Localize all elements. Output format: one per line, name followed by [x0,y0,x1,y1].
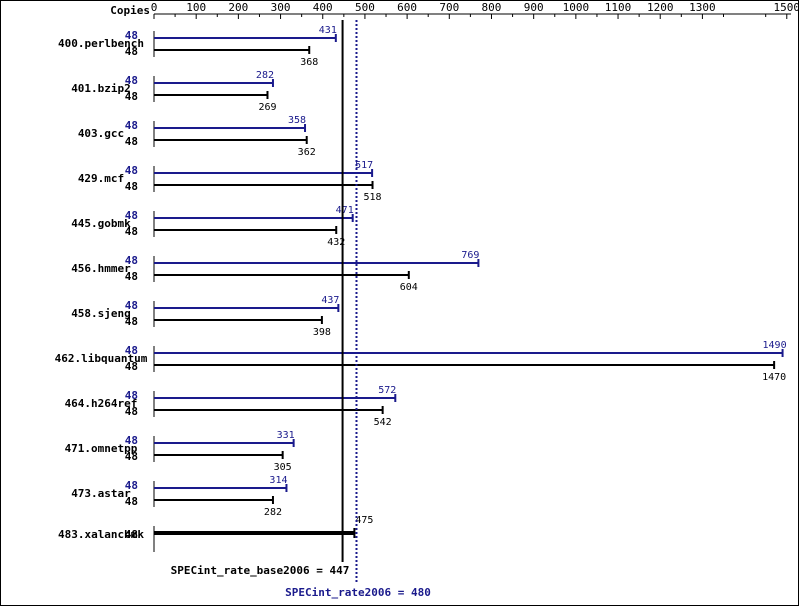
peak-value-label: 437 [321,295,339,306]
base-copies-label: 48 [125,315,138,328]
peak-copies-label: 48 [125,74,138,87]
peak-copies-label: 48 [125,209,138,222]
base-summary-label: SPECint_rate_base2006 = 447 [171,564,350,577]
peak-value-label: 358 [288,115,306,126]
peak-copies-label: 48 [125,389,138,402]
x-tick-label: 1500 [774,1,799,14]
x-tick-label: 800 [482,1,502,14]
peak-copies-label: 48 [125,254,138,267]
peak-copies-label: 48 [125,29,138,42]
summary-lines: SPECint_rate_base2006 = 447SPECint_rate2… [171,20,431,599]
benchmark-label: 483.xalancbmk [58,528,144,541]
base-copies-label: 48 [125,495,138,508]
peak-value-label: 769 [461,250,479,261]
benchmark-label: 471.omnetpp [65,442,138,455]
x-tick-label: 700 [439,1,459,14]
peak-value-label: 517 [355,160,373,171]
x-tick-label: 300 [271,1,291,14]
x-tick-label: 600 [397,1,417,14]
base-value-label: 432 [327,237,345,248]
base-value-label: 282 [264,507,282,518]
peak-value-label: 431 [319,25,337,36]
base-value-label: 368 [300,57,318,68]
x-tick-label: 1300 [689,1,716,14]
benchmark-label: 403.gcc [78,127,124,140]
benchmark-label: 458.sjeng [71,307,131,320]
x-tick-label: 1200 [647,1,674,14]
peak-copies-label: 48 [125,299,138,312]
copies-label: 48 [125,528,138,541]
peak-value-label: 471 [336,205,354,216]
copies-header: Copies [110,4,150,17]
peak-copies-label: 48 [125,119,138,132]
x-tick-label: 100 [186,1,206,14]
base-value-label: 398 [313,327,331,338]
x-tick-label: 400 [313,1,333,14]
benchmark-label: 473.astar [71,487,131,500]
benchmark-label: 464.h264ref [65,397,138,410]
base-copies-label: 48 [125,225,138,238]
peak-value-label: 314 [269,475,287,486]
x-axis: 0 100 200 300 400 500 600 700 800 900 1000 1100 1200… [151,1,799,19]
peak-value-label: 1490 [763,340,787,351]
base-copies-label: 48 [125,135,138,148]
base-copies-label: 48 [125,180,138,193]
base-value-label: 1470 [762,372,786,383]
benchmark-label: 456.hmmer [71,262,131,275]
peak-value-label: 282 [256,70,274,81]
x-tick-label: 1100 [605,1,632,14]
base-value-label: 362 [298,147,316,158]
base-copies-label: 48 [125,45,138,58]
peak-summary-label: SPECint_rate2006 = 480 [285,586,431,599]
base-value-label: 305 [274,462,292,473]
base-value-label: 542 [374,417,392,428]
benchmark-label: 462.libquantum [55,352,148,365]
base-value-label: 604 [400,282,418,293]
benchmark-label: 429.mcf [78,172,124,185]
peak-copies-label: 48 [125,164,138,177]
x-tick-label: 1000 [563,1,590,14]
base-copies-label: 48 [125,450,138,463]
peak-value-label: 331 [277,430,295,441]
benchmark-label: 401.bzip2 [71,82,131,95]
peak-value-label: 572 [378,385,396,396]
base-copies-label: 48 [125,270,138,283]
x-tick-label: 900 [524,1,544,14]
benchmark-label: 400.perlbench [58,37,144,50]
base-copies-label: 48 [125,405,138,418]
base-value-label: 518 [363,192,381,203]
x-tick-label: 200 [228,1,248,14]
peak-copies-label: 48 [125,434,138,447]
value-label: 475 [355,515,373,526]
peak-copies-label: 48 [125,344,138,357]
peak-copies-label: 48 [125,479,138,492]
benchmark-label: 445.gobmk [71,217,131,230]
base-value-label: 269 [258,102,276,113]
x-tick-label: 500 [355,1,375,14]
base-copies-label: 48 [125,90,138,103]
base-copies-label: 48 [125,360,138,373]
x-tick-label: 0 [151,1,158,14]
